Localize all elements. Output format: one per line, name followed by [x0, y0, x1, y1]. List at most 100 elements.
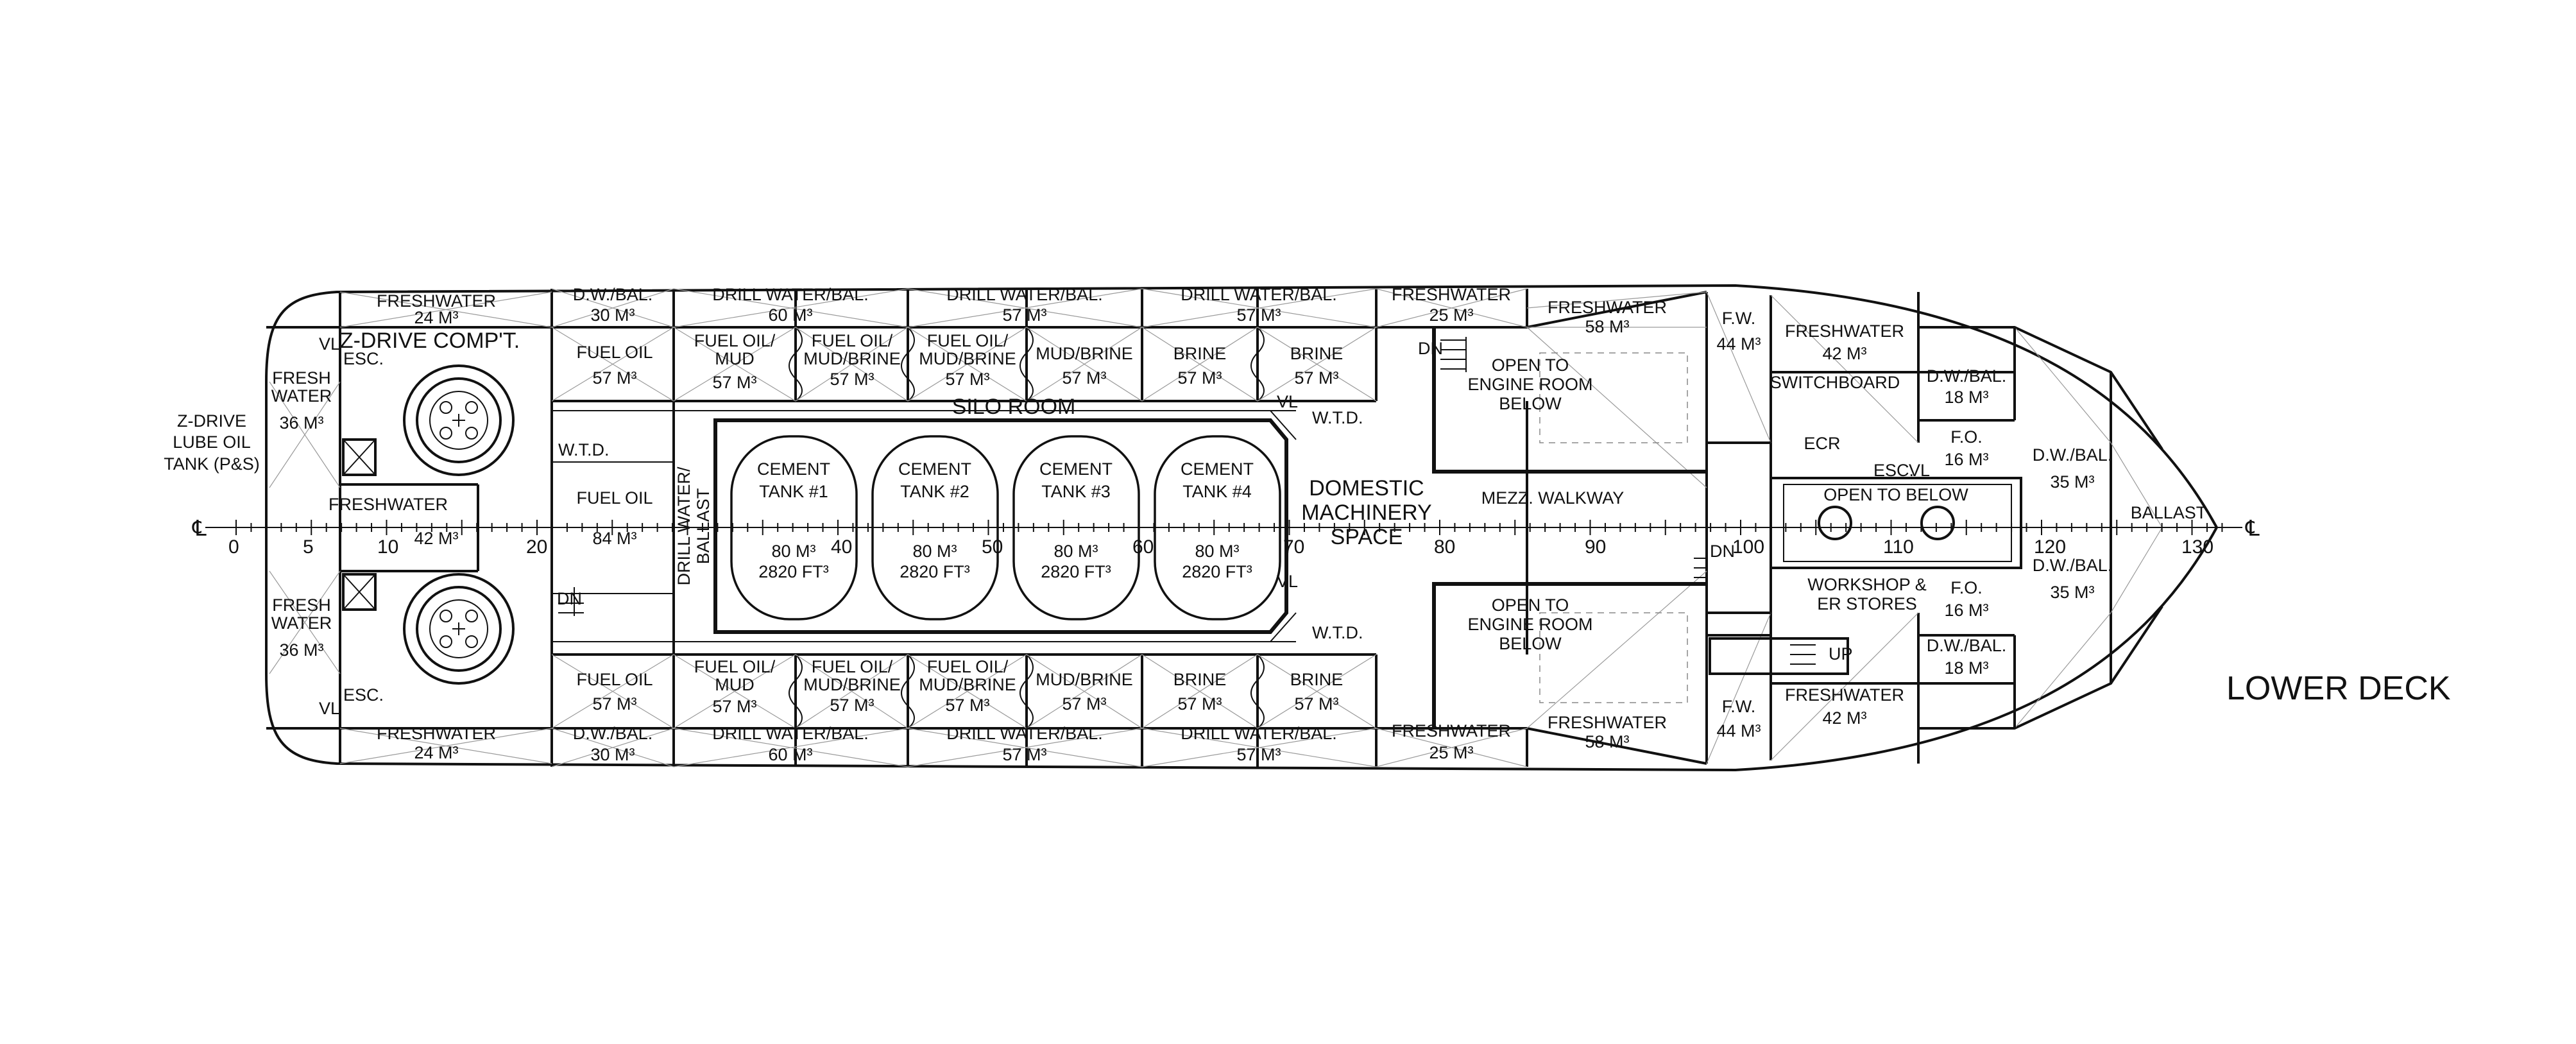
- fuel-oil-57-bot: FUEL OIL: [576, 670, 653, 689]
- fo-mud-57-top: FUEL OIL/: [694, 331, 776, 350]
- cement-tank-3-vol: 80 M³: [1053, 542, 1098, 561]
- stairs: [558, 337, 1816, 665]
- svg-text:60: 60: [1132, 536, 1154, 558]
- svg-text:110: 110: [1883, 536, 1914, 558]
- hull-outline: [265, 284, 2219, 772]
- freshwater-42-bot: FRESHWATER: [1785, 685, 1904, 705]
- fo-mud-57-top-mud: MUD: [715, 349, 755, 368]
- domestic-machinery-label-2: MACHINERY: [1301, 501, 1431, 525]
- open-to-er-top-2: ENGINE ROOM: [1467, 375, 1592, 394]
- deck-title: LOWER DECK: [2226, 670, 2451, 707]
- fo-mud-brine-57-top-a-mid: MUD/BRINE: [803, 349, 901, 368]
- silo-room: [552, 410, 1297, 642]
- mud-brine-57-top-vol: 57 M³: [1062, 368, 1106, 388]
- brine-57-bot-a-vol: 57 M³: [1177, 694, 1222, 714]
- domestic-machinery-label: DOMESTIC: [1309, 476, 1424, 501]
- fw-44-top: F.W.: [1722, 309, 1756, 328]
- svg-text:BALLAST: BALLAST: [694, 488, 713, 565]
- svg-text:120: 120: [2034, 536, 2066, 558]
- freshwater-24-bot: FRESHWATER: [377, 724, 496, 743]
- svg-text:VL: VL: [319, 334, 340, 354]
- fw-44-bot-vol: 44 M³: [1716, 721, 1761, 740]
- cement-tank-2-vol: 80 M³: [912, 542, 957, 561]
- fo-mud-brine-57-bot-a-mid: MUD/BRINE: [803, 675, 901, 694]
- fo-mud-57-bot-vol: 57 M³: [712, 697, 756, 716]
- z-drive-units: [342, 364, 515, 685]
- cement-tank-2-label: CEMENT: [898, 459, 971, 479]
- silo-room-label: SILO ROOM: [952, 395, 1076, 419]
- drill-water-57-top-a: DRILL WATER/BAL.: [946, 285, 1103, 304]
- svg-text:W.T.D.: W.T.D.: [1312, 408, 1363, 427]
- drill-water-57-top-b-vol: 57 M³: [1236, 305, 1281, 325]
- dw-bal-35-bot-vol: 35 M³: [2050, 583, 2094, 602]
- fresh-water-36-top-vol: 36 M³: [279, 413, 323, 432]
- fuel-oil-57-top: FUEL OIL: [576, 343, 653, 362]
- svg-text:5: 5: [303, 536, 314, 558]
- workshop-label: WORKSHOP &: [1807, 575, 1927, 594]
- z-drive-lube-label: Z-DRIVE: [177, 411, 246, 431]
- open-to-er-areas: [1432, 327, 1707, 728]
- svg-text:DN: DN: [1710, 542, 1735, 561]
- freshwater-42-bot-vol: 42 M³: [1822, 708, 1866, 728]
- brine-57-top-b-vol: 57 M³: [1294, 368, 1338, 388]
- frame-labels: 0 5 10 20 40 50 60 70 80 90 100 110 120 …: [228, 536, 2213, 558]
- fo-16-top: F.O.: [1950, 427, 1983, 447]
- cement-tank-3-label: CEMENT: [1039, 459, 1113, 479]
- fuel-oil-84-vol: 84 M³: [592, 529, 636, 548]
- small-labels: VL ESC. VL ESC. W.T.D. W.T.D. W.T.D. VL …: [319, 334, 1930, 718]
- brine-57-bot-b: BRINE: [1290, 670, 1343, 689]
- cement-tank-2-num: TANK #2: [900, 482, 969, 501]
- svg-text:40: 40: [831, 536, 852, 558]
- drill-water-57-bot-b: DRILL WATER/BAL.: [1181, 724, 1337, 743]
- svg-text:VL: VL: [1277, 392, 1298, 411]
- dw-bal-18-bot-vol: 18 M³: [1944, 658, 1988, 678]
- centerline-symbol-right: ℄: [2245, 517, 2260, 541]
- dw-bal-35-top-vol: 35 M³: [2050, 472, 2094, 492]
- freshwater-58-top: FRESHWATER: [1548, 298, 1667, 317]
- mud-brine-57-bot-vol: 57 M³: [1062, 694, 1106, 714]
- dw-bal-30-top: D.W./BAL.: [573, 285, 653, 304]
- freshwater-25-bot: FRESHWATER: [1392, 721, 1511, 740]
- svg-text:DN: DN: [1418, 339, 1443, 358]
- svg-text:0: 0: [228, 536, 239, 558]
- dw-bal-30-bot-vol: 30 M³: [590, 745, 635, 764]
- fo-mud-brine-57-bot-a-vol: 57 M³: [830, 696, 874, 715]
- cement-tank-4-num: TANK #4: [1182, 482, 1252, 501]
- workshop-label-2: ER STORES: [1817, 594, 1917, 613]
- cement-tank-1-label: CEMENT: [757, 459, 830, 479]
- open-to-er-bot-3: BELOW: [1499, 634, 1562, 653]
- cement-tank-4-ft3: 2820 FT³: [1182, 562, 1252, 581]
- fresh-water-36-bot: FRESH: [272, 595, 331, 615]
- fresh-water-36-bot-vol: 36 M³: [279, 640, 323, 660]
- fo-mud-brine-57-top-b: FUEL OIL/: [927, 331, 1009, 350]
- svg-text:10: 10: [377, 536, 398, 558]
- fw-44-bot: F.W.: [1722, 697, 1756, 716]
- svg-text:ESC.: ESC.: [343, 685, 384, 705]
- fuel-oil-57-bot-vol: 57 M³: [592, 694, 636, 714]
- fo-mud-57-top-vol: 57 M³: [712, 373, 756, 392]
- fo-16-top-vol: 16 M³: [1944, 450, 1988, 469]
- ecr-label: ECR: [1804, 434, 1840, 453]
- freshwater-58-top-vol: 58 M³: [1585, 317, 1629, 336]
- svg-text:100: 100: [1732, 536, 1764, 558]
- freshwater-25-top-vol: 25 M³: [1429, 305, 1473, 325]
- cement-tank-2-ft3: 2820 FT³: [900, 562, 970, 581]
- svg-text:50: 50: [982, 536, 1003, 558]
- open-to-er-bot: OPEN TO: [1492, 595, 1569, 615]
- svg-text:W.T.D.: W.T.D.: [558, 440, 610, 459]
- brine-57-top-b: BRINE: [1290, 344, 1343, 363]
- svg-text:ESC.: ESC.: [1873, 461, 1914, 480]
- fo-mud-brine-57-top-a: FUEL OIL/: [812, 331, 893, 350]
- web-frame-hatching: [269, 288, 2163, 767]
- open-to-er-top-3: BELOW: [1499, 394, 1562, 413]
- fo-mud-brine-57-top-b-vol: 57 M³: [945, 370, 989, 389]
- cement-tank-1-vol: 80 M³: [771, 542, 815, 561]
- domestic-machinery-label-3: SPACE: [1331, 525, 1403, 549]
- svg-text:ESC.: ESC.: [343, 349, 384, 368]
- fo-mud-brine-57-bot-a: FUEL OIL/: [812, 657, 893, 676]
- fo-mud-brine-57-top-a-vol: 57 M³: [830, 370, 874, 389]
- freshwater-24-top-vol: 24 M³: [414, 308, 458, 327]
- centerline-symbol-left: ℄: [192, 517, 207, 541]
- fo-mud-brine-57-bot-b-vol: 57 M³: [945, 696, 989, 715]
- open-to-below-label: OPEN TO BELOW: [1823, 485, 1968, 504]
